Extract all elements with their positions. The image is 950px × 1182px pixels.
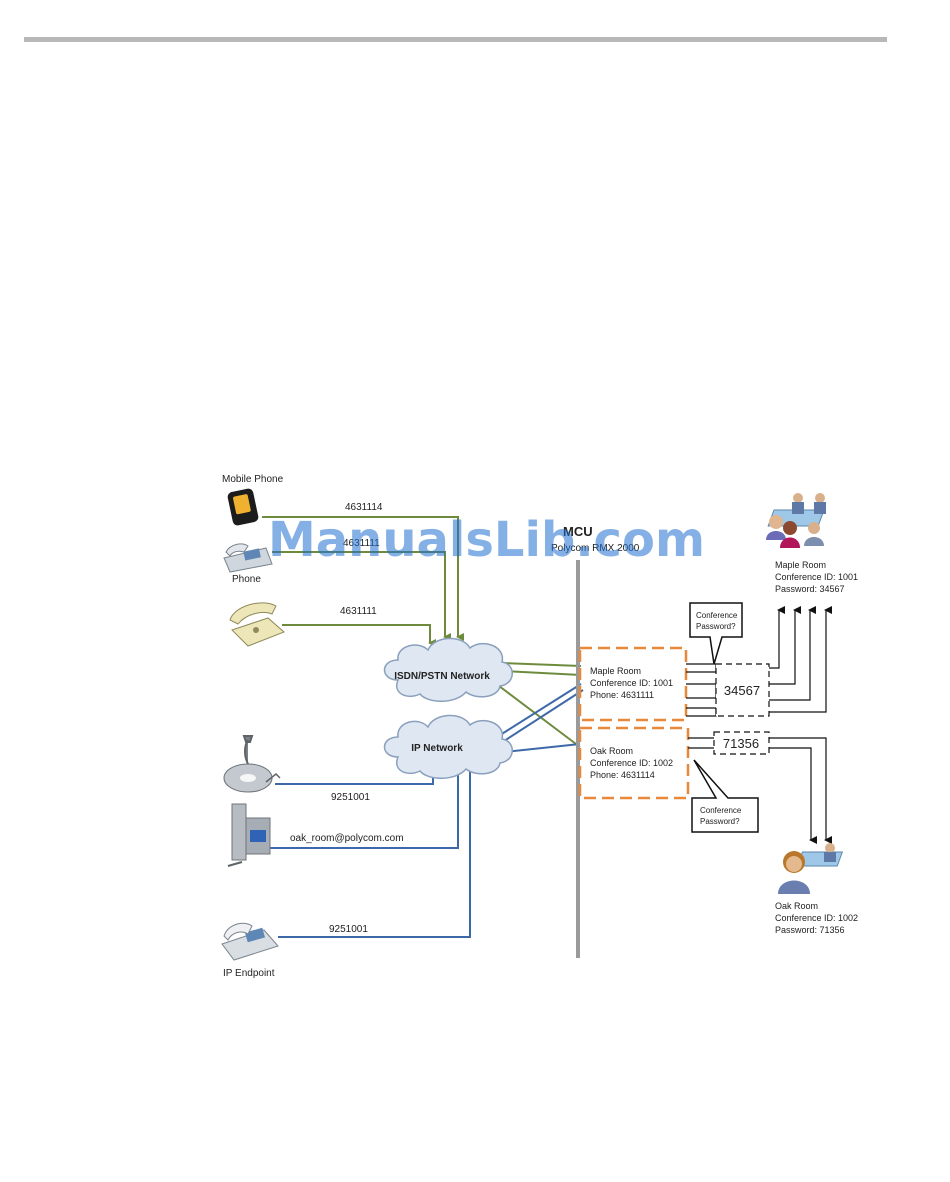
maple-password-gate: [686, 663, 770, 717]
maple-password-box: 34567: [724, 683, 760, 698]
ip-endpoint-label: IP Endpoint: [223, 968, 275, 979]
isdn-lines: [262, 516, 582, 748]
maple-participant-password: Password: 34567: [775, 584, 845, 594]
ip-phone-icon: [221, 922, 279, 961]
oak-password-gate: [688, 731, 770, 755]
room-system-icon: [227, 803, 271, 867]
desk-phone-icon: [223, 543, 273, 573]
mcu-model: Polycom RMX 2000: [551, 543, 640, 554]
phone-number-label: 4631111: [343, 538, 380, 549]
oak-conf-id: Conference ID: 1002: [590, 758, 673, 768]
ip-lines: [270, 683, 584, 938]
ip-network-label: IP Network: [411, 743, 463, 754]
phone-label: Phone: [232, 574, 261, 585]
page-top-rule: [24, 37, 887, 42]
oak-participant-arrows: [769, 737, 832, 844]
oak-participant-password: Password: 71356: [775, 925, 845, 935]
oak-conf-phone: Phone: 4631114: [590, 770, 655, 780]
oak-prompt-line1: Conference: [700, 806, 742, 815]
maple-participants-icon: [766, 493, 826, 548]
conf-phone-number-label: 9251001: [331, 792, 370, 803]
mobile-phone-icon: [227, 488, 259, 526]
mcu-bar: [576, 560, 580, 958]
maple-participant-id: Conference ID: 1001: [775, 572, 858, 582]
oak-prompt-line2: Password?: [700, 817, 740, 826]
maple-password-callout: [689, 602, 743, 665]
maple-conf-id: Conference ID: 1001: [590, 678, 673, 688]
analog-number-label: 4631111: [340, 606, 377, 617]
oak-password-callout: [691, 759, 759, 833]
maple-participant-arrows: [769, 606, 832, 713]
conference-phone-icon: [223, 735, 281, 793]
oak-participant-id: Conference ID: 1002: [775, 913, 858, 923]
isdn-network-label: ISDN/PSTN Network: [394, 671, 490, 682]
ip-endpoint-number-label: 9251001: [329, 924, 368, 935]
analog-phone-icon: [229, 602, 285, 647]
maple-prompt-line2: Password?: [696, 622, 736, 631]
ip-cloud: [383, 714, 513, 779]
oak-participants-icon: [778, 843, 844, 894]
room-system-uri-label: oak_room@polycom.com: [290, 833, 404, 844]
mobile-phone-label: Mobile Phone: [222, 474, 284, 485]
maple-prompt-line1: Conference: [696, 611, 738, 620]
maple-conf-name: Maple Room: [590, 666, 641, 676]
isdn-cloud: [383, 637, 513, 702]
oak-conference-box: [578, 726, 690, 800]
oak-participant-name: Oak Room: [775, 901, 818, 911]
watermark-text: ManualsLib.com: [268, 512, 705, 568]
oak-conf-name: Oak Room: [590, 746, 633, 756]
maple-conf-phone: Phone: 4631111: [590, 690, 654, 700]
mcu-title: MCU: [563, 524, 593, 539]
mobile-number-label: 4631114: [345, 502, 383, 513]
maple-participant-name: Maple Room: [775, 560, 826, 570]
oak-password-box: 71356: [723, 736, 759, 751]
